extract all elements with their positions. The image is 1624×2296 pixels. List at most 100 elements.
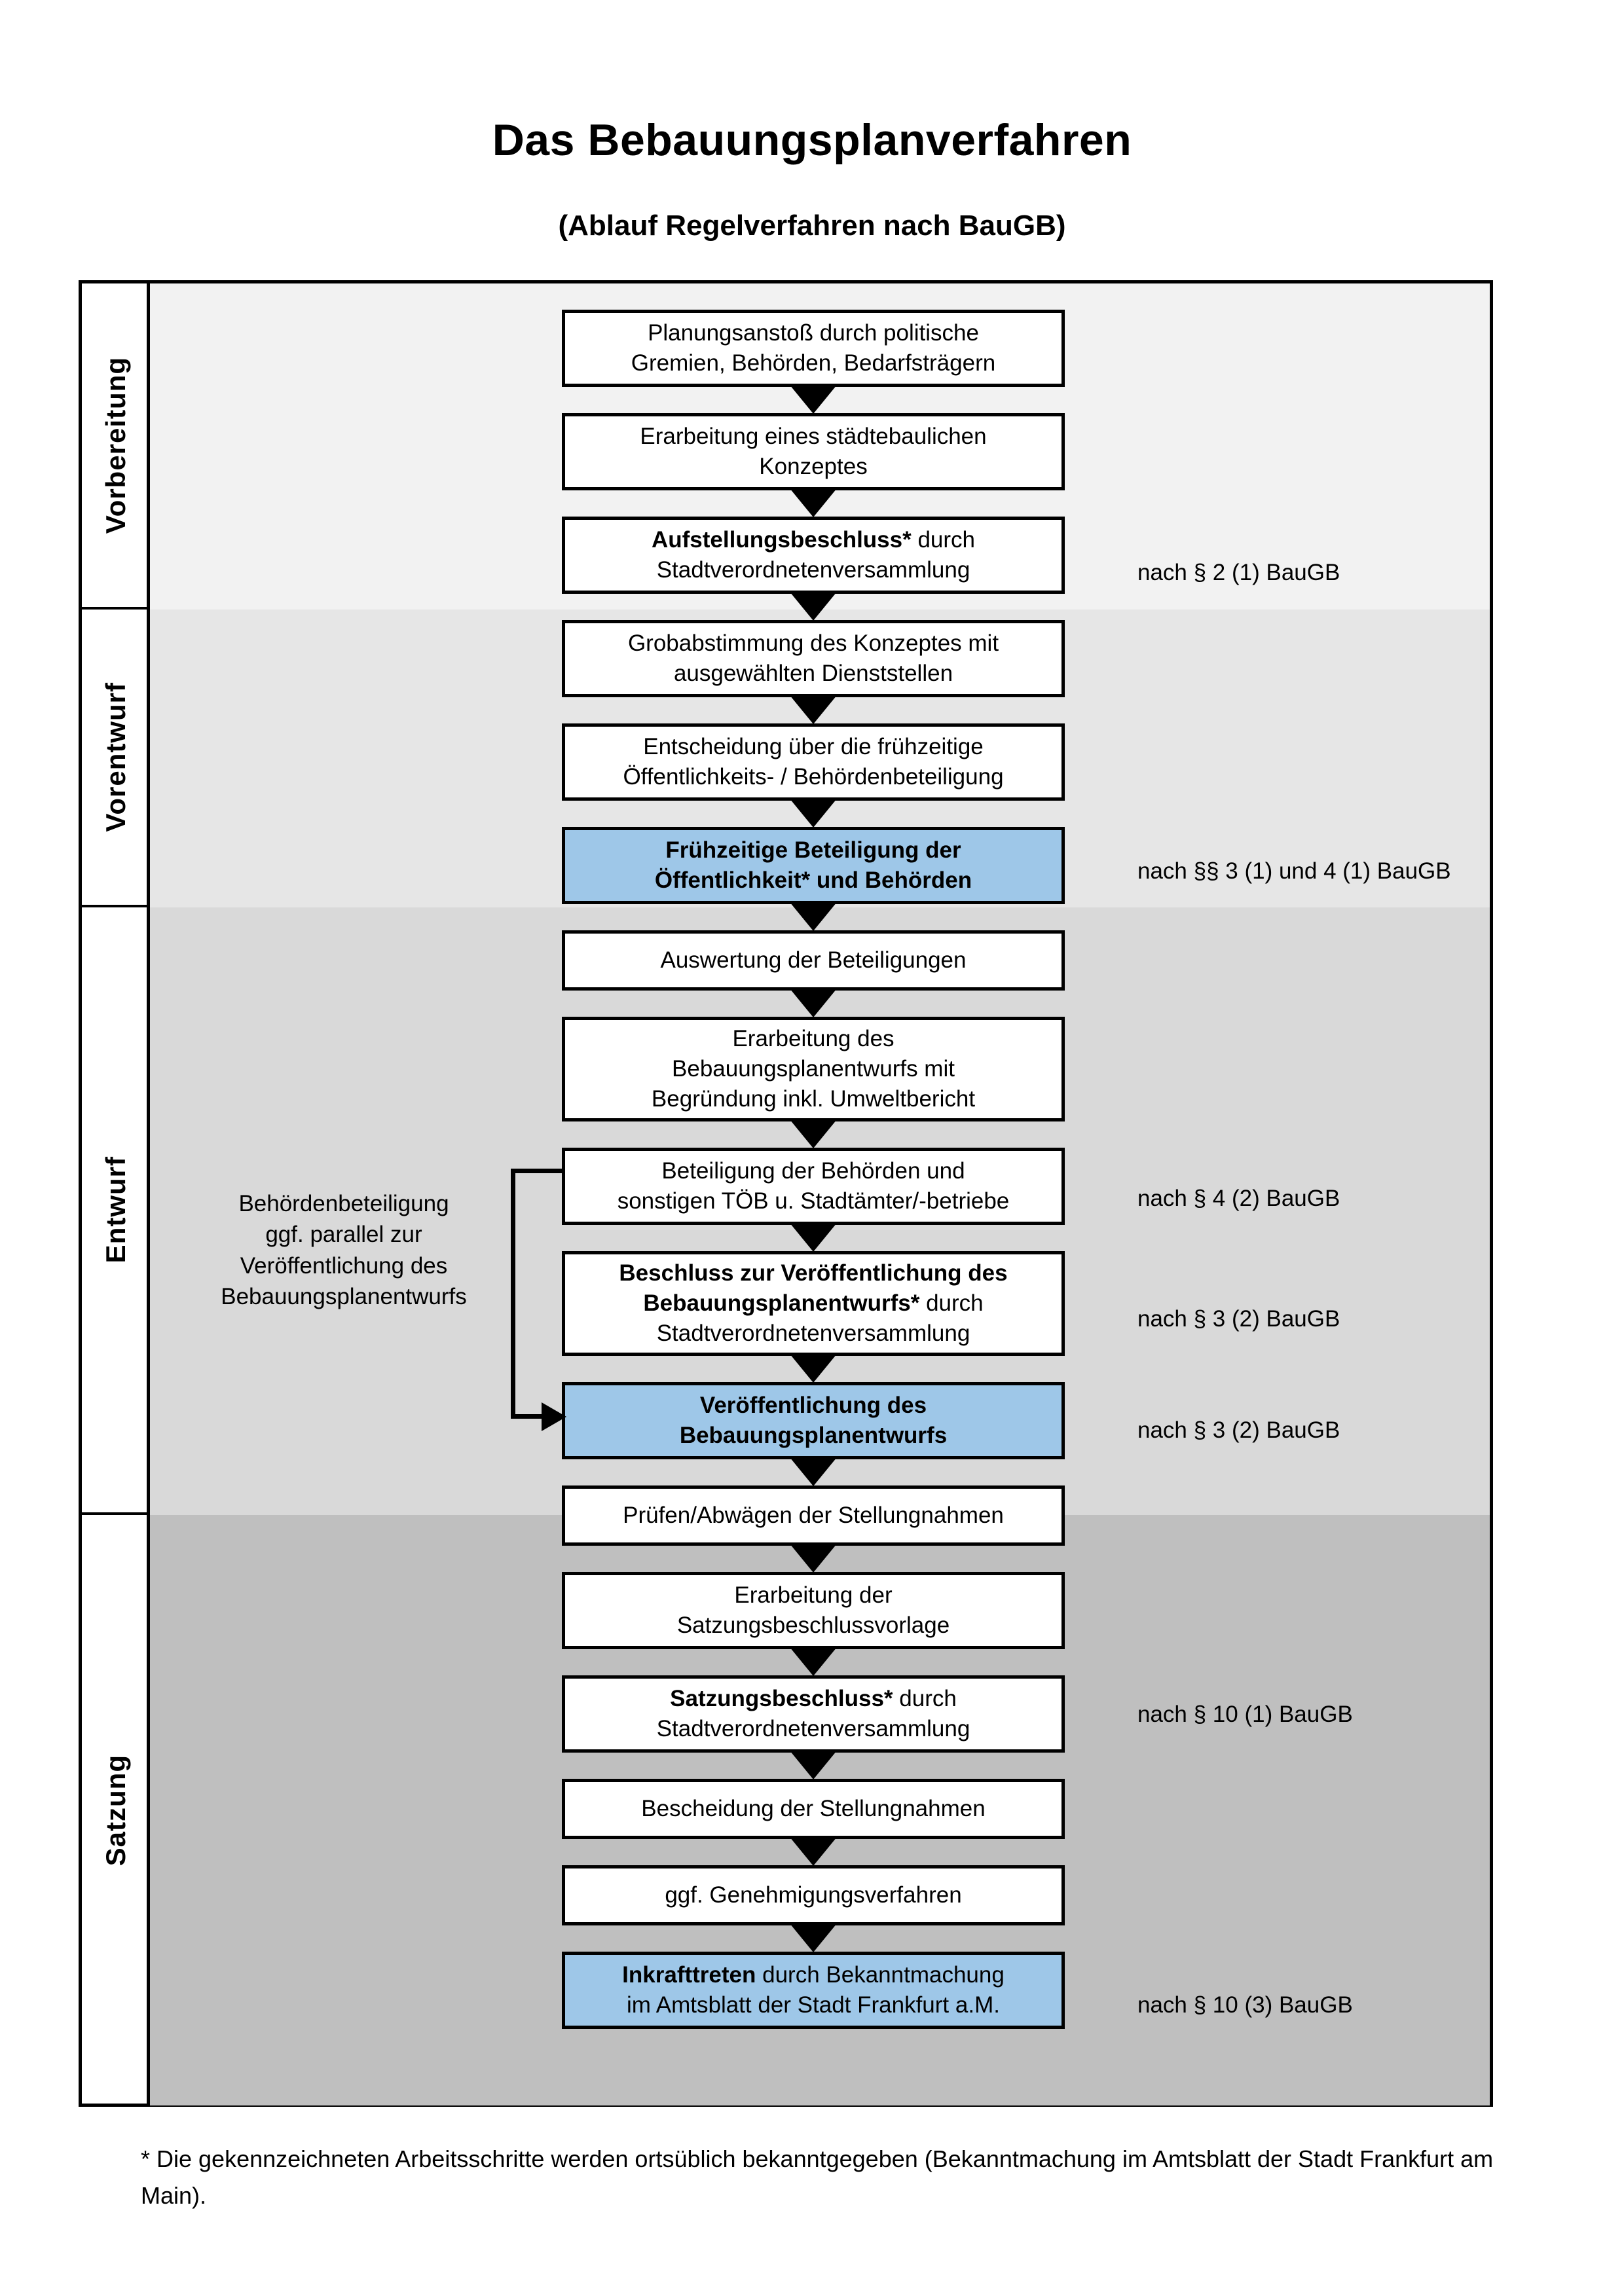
step-text-line: Erarbeitung eines städtebaulichen: [640, 423, 987, 449]
flow-arrow: [790, 1923, 837, 1952]
step-text: Auswertung der Beteiligungen: [573, 945, 1054, 975]
flow-arrow: [790, 695, 837, 724]
step-text: Prüfen/Abwägen der Stellungnahmen: [573, 1501, 1054, 1531]
step-text: Bescheidung der Stellungnahmen: [573, 1794, 1054, 1824]
side-note-line: Veröffentlichung des: [240, 1252, 448, 1279]
step-text-line: Öffentlichkeit* und Behörden: [654, 867, 972, 893]
phase-label-text: Satzung: [100, 1754, 131, 1867]
phase-label-text: Vorbereitung: [100, 356, 131, 534]
flow-arrow: [790, 488, 837, 517]
loop-arrowhead-icon: [542, 1402, 566, 1431]
phase-label-vorentwurf: Vorentwurf: [82, 610, 150, 907]
flow-arrow: [790, 385, 837, 414]
step-text-line: Bebauungsplanentwurfs* durch: [643, 1290, 984, 1316]
step-inkrafttreten[interactable]: Inkrafttreten durch Bekanntmachung im Amt…: [562, 1952, 1065, 2029]
legal-note-10-1: nach § 10 (1) BauGB: [1137, 1702, 1353, 1727]
page-title: Das Bebauungsplanverfahren: [492, 115, 1132, 165]
step-text-line: im Amtsblatt der Stadt Frankfurt a.M.: [627, 1992, 1000, 2018]
flow-arrow: [790, 799, 837, 828]
legal-note-4-2: nach § 4 (2) BauGB: [1137, 1186, 1340, 1211]
step-bescheidung-stellungnahmen[interactable]: Bescheidung der Stellungnahmen: [562, 1779, 1065, 1839]
step-text-line: Bebauungsplanentwurfs: [679, 1423, 948, 1448]
side-note-line: Bebauungsplanentwurfs: [221, 1283, 467, 1309]
flow-arrow: [790, 1223, 837, 1252]
phase-label-column: Vorbereitung Vorentwurf Entwurf Satzung: [82, 283, 150, 2104]
loop-connector-vertical: [511, 1169, 515, 1419]
step-text: Inkrafttreten durch Bekanntmachung im Amt…: [573, 1960, 1054, 2020]
legal-note-3-1-4-1: nach §§ 3 (1) und 4 (1) BauGB: [1137, 858, 1451, 884]
flow-arrow: [790, 902, 837, 931]
step-pruefen-abwaegen[interactable]: Prüfen/Abwägen der Stellungnahmen: [562, 1485, 1065, 1546]
step-text-line: Gremien, Behörden, Bedarfsträgern: [631, 350, 996, 376]
loop-connector-top: [511, 1169, 563, 1173]
step-text-line: Beschluss zur Veröffentlichung des: [619, 1260, 1008, 1286]
step-text-line: Inkrafttreten durch Bekanntmachung: [622, 1961, 1005, 1988]
side-note-line: Behördenbeteiligung: [238, 1191, 449, 1216]
flow-arrow: [790, 1647, 837, 1676]
flow-arrow: [790, 1837, 837, 1866]
phase-label-text: Entwurf: [100, 1156, 131, 1264]
legal-note-10-3: nach § 10 (3) BauGB: [1137, 1992, 1353, 2018]
flow-arrow: [790, 1751, 837, 1779]
step-text-line: Konzeptes: [759, 454, 868, 479]
step-text: ggf. Genehmigungsverfahren: [573, 1880, 1054, 1910]
step-genehmigungsverfahren[interactable]: ggf. Genehmigungsverfahren: [562, 1865, 1065, 1925]
step-text-line: Beteiligung der Behörden und: [661, 1157, 965, 1184]
side-note-behoerdenbeteiligung: Behördenbeteiligung ggf. parallel zur Ve…: [174, 1188, 514, 1312]
step-text-line: Erarbeitung der: [734, 1582, 893, 1608]
flow-arrow: [790, 1354, 837, 1383]
loop-connector-bottom: [511, 1414, 545, 1419]
step-text-line: Veröffentlichung des: [699, 1392, 927, 1418]
step-text-line: Grobabstimmung des Konzeptes mit: [627, 630, 999, 656]
phase-label-text: Vorentwurf: [100, 682, 131, 832]
step-text-line: Begründung inkl. Umweltbericht: [651, 1086, 976, 1112]
phase-label-vorbereitung: Vorbereitung: [82, 283, 150, 610]
step-auswertung-beteiligungen[interactable]: Auswertung der Beteiligungen: [562, 930, 1065, 991]
step-text-line: Öffentlichkeits- / Behördenbeteiligung: [623, 764, 1004, 790]
step-text-line: Frühzeitige Beteiligung der: [665, 837, 961, 863]
page-subtitle: (Ablauf Regelverfahren nach BauGB): [558, 210, 1066, 242]
step-text-line: Satzungsbeschlussvorlage: [676, 1613, 950, 1638]
flow-arrow: [790, 1120, 837, 1148]
legal-note-3-2-b: nach § 3 (2) BauGB: [1137, 1417, 1340, 1443]
step-text-line: Prüfen/Abwägen der Stellungnahmen: [623, 1502, 1004, 1528]
step-text-line: Planungsanstoß durch politische: [648, 319, 979, 346]
step-text-line: Auswertung der Beteiligungen: [660, 947, 967, 973]
footnote: * Die gekennzeichneten Arbeitsschritte w…: [141, 2145, 1494, 2209]
legal-note-2-1: nach § 2 (1) BauGB: [1137, 560, 1340, 585]
step-text-line: Aufstellungsbeschluss* durch: [651, 526, 976, 553]
step-text-line: Satzungsbeschluss* durch: [670, 1685, 957, 1711]
legal-note-3-2-a: nach § 3 (2) BauGB: [1137, 1306, 1340, 1332]
step-text-line: Stadtverordnetenversammlung: [656, 1321, 970, 1347]
step-text-line: ggf. Genehmigungsverfahren: [665, 1882, 962, 1908]
phase-label-satzung: Satzung: [82, 1515, 150, 2105]
flow-arrow: [790, 989, 837, 1017]
flow-arrow: [790, 1457, 837, 1486]
phase-label-entwurf: Entwurf: [82, 907, 150, 1515]
